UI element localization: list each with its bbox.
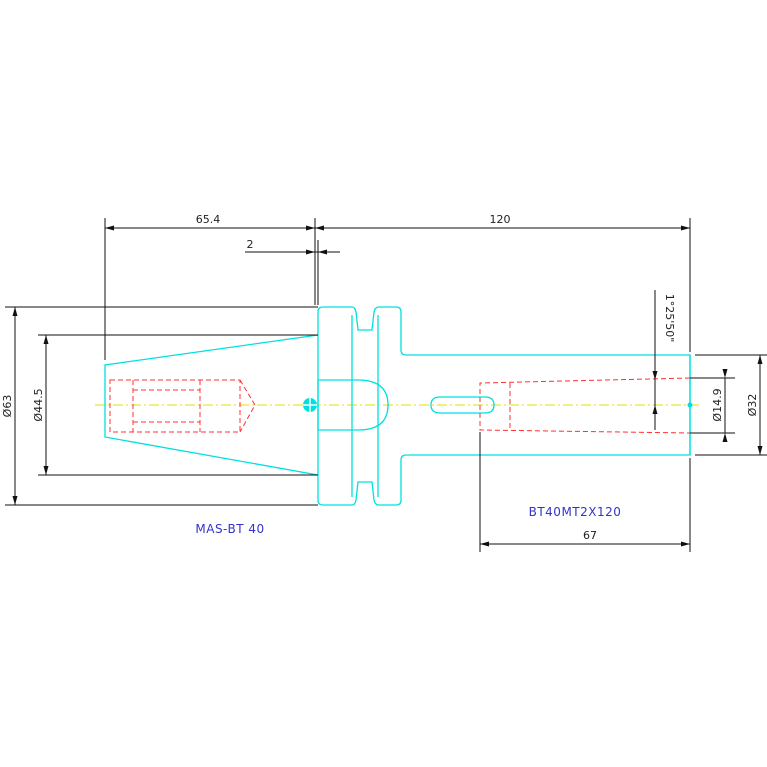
- dim-dia-63: Ø63: [1, 395, 14, 418]
- dim-dia-14-9: Ø14.9: [711, 388, 724, 421]
- dim-2: 2: [247, 238, 254, 251]
- end-marker: [687, 402, 693, 408]
- label-left-part: MAS-BT 40: [195, 522, 264, 536]
- holder-outline: [104, 306, 691, 506]
- label-right-part: BT40MT2X120: [529, 505, 622, 519]
- dim-120: 120: [490, 213, 511, 226]
- dimension-lines: [5, 218, 767, 552]
- dim-65-4: 65.4: [196, 213, 221, 226]
- dim-dia-32: Ø32: [746, 394, 759, 417]
- dim-67: 67: [583, 529, 597, 542]
- dim-taper-angle: 1°25'50": [663, 294, 676, 343]
- arrowheads: [12, 225, 763, 547]
- hidden-lines: [109, 377, 691, 434]
- dim-dia-44-5: Ø44.5: [32, 388, 45, 421]
